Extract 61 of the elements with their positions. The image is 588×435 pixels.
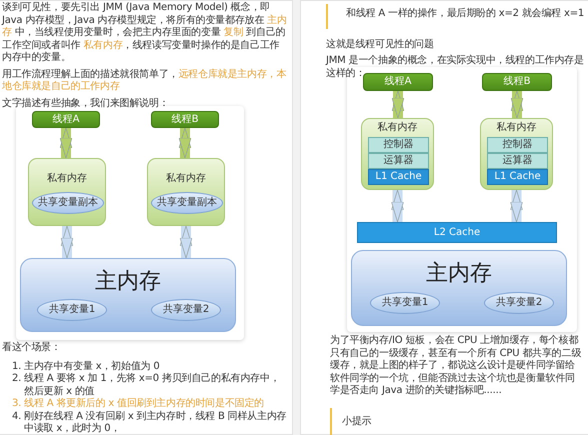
list-item: 2. 线程 A 要将 x 加 1，先将 x=0 拷贝到自己的私有内存中，然后更新 x 的值: [11, 373, 281, 398]
unit-row: [487, 153, 548, 169]
node-label: 共享变量2: [496, 297, 542, 309]
node-label: 运算器: [384, 155, 414, 167]
node-label: 主内存: [95, 269, 161, 294]
node-label: 运算器: [502, 155, 532, 167]
node-label: 共享变量1: [48, 304, 96, 316]
thread-box: [363, 73, 433, 91]
paragraph: 为了平衡内存/IO 短板，会在 CPU 上增加缓存，每个核都只有自己的一级缓存，甚至有一个所有 CPU 都共享的二级缓存，就是上图的样子了，都说这么设计是硬件同学留给软件同学的一个坑，但能否跳过去这个坑也是衡量软件同学是否走向 Java 进阶的关键指标吧......: [330, 335, 582, 398]
thread-box: [482, 73, 552, 91]
node-label: 线程B: [172, 114, 198, 126]
private-memory-box: [361, 118, 434, 190]
variable-ellipse: [151, 192, 223, 214]
node-label: 控制器: [384, 139, 414, 151]
node-label: 共享变量副本: [157, 197, 217, 209]
double-arrow: [60, 128, 72, 158]
paragraph: 文字描述有些抽象，我们来图解说明：: [2, 98, 170, 110]
thread-box: [32, 111, 100, 128]
double-arrow: [510, 90, 524, 118]
paragraph: 这就是线程可见性的问题: [326, 38, 435, 51]
double-arrow: [510, 190, 523, 222]
node-label: 线程A: [52, 114, 80, 126]
paragraph: 看这个场景：: [2, 342, 62, 354]
list-item: 1. 主内存中有变量 x，初始值为 0: [11, 360, 161, 372]
unit-row: [487, 137, 548, 153]
node-label: L1 Cache: [494, 171, 541, 183]
node-label: 私有内存: [378, 122, 418, 134]
paragraph: 谈到可见性，要先引出 JMM (Java Memory Model) 概念，即 Java 内存模型，Java 内存模型规定，将所有的变量都存放在 主内存 中，当线程使用变量时，会把主内存里面的变量 复制 到自己的工作空间或者叫作 私有内存，线程读写变量时操作的是自己工作内存中的变量。: [2, 2, 288, 64]
main-memory-box: [20, 258, 236, 332]
double-arrow: [60, 226, 74, 258]
private-memory-box: [147, 158, 225, 226]
double-arrow: [178, 128, 192, 158]
node-label: 主内存: [426, 261, 492, 286]
quote-text: 和线程 A 一样的操作，最后期盼的 x=2 就会编程 x=1: [346, 8, 586, 20]
tip-heading: 小提示: [342, 416, 372, 428]
private-memory-box: [28, 158, 106, 226]
node-label: 私有内存: [166, 173, 206, 184]
node-label: 控制器: [502, 139, 532, 151]
paragraph: 用工作流程理解上面的描述就很简单了，远程仓库就是主内存，本地仓库就是自己的工作内存: [2, 68, 288, 94]
unit-row: [368, 153, 429, 169]
node-label: 线程B: [504, 76, 530, 88]
node-label: 共享变量1: [382, 297, 428, 309]
list-item: 4. 刚好在线程 A 没有回刷 x 到主内存时，线程 B 同样从主内存中读取 x，此时为 0，: [11, 410, 288, 435]
double-arrow: [392, 90, 404, 118]
node-label: 私有内存: [496, 122, 536, 134]
node-label: L1 Cache: [375, 171, 422, 183]
node-label: 私有内存: [47, 173, 87, 184]
variable-ellipse: [32, 192, 104, 214]
main-memory-box: [351, 250, 567, 326]
thread-box: [151, 111, 219, 128]
cache-bar: [357, 222, 557, 243]
list-item: 3. 线程 A 将更新后的 x 值回刷到主内存的时间是不固定的: [11, 398, 265, 410]
unit-row: [368, 137, 429, 153]
double-arrow: [391, 190, 404, 222]
cache-row: [368, 169, 429, 185]
node-label: 共享变量2: [162, 304, 210, 316]
node-label: 共享变量副本: [38, 197, 98, 209]
double-arrow: [180, 226, 192, 258]
node-label: L2 Cache: [434, 226, 480, 238]
private-memory-box: [480, 118, 553, 190]
cache-row: [487, 169, 548, 185]
